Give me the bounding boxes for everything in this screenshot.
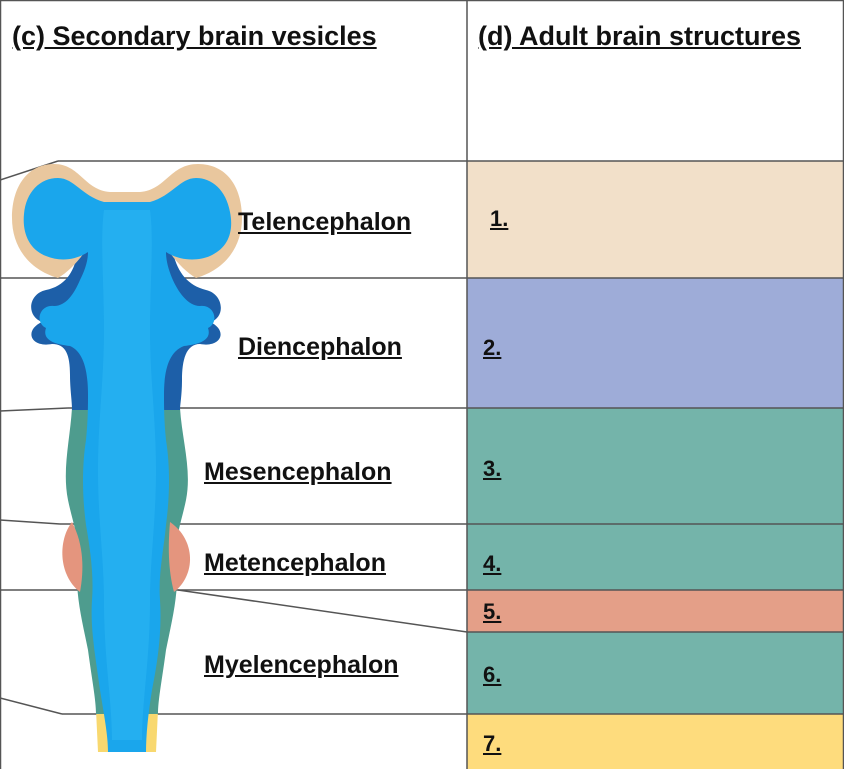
vesicle-label-myelencephalon: Myelencephalon <box>204 651 399 679</box>
structure-label-1: 1. <box>490 206 509 231</box>
structure-band-1 <box>467 161 844 278</box>
structure-label-7: 7. <box>483 731 502 756</box>
vesicle-label-diencephalon: Diencephalon <box>238 333 402 361</box>
structure-band-3 <box>467 408 844 524</box>
structure-band-7 <box>467 714 844 769</box>
right-column-header: (d) Adult brain structures <box>478 21 802 51</box>
structure-label-4: 4. <box>483 551 502 576</box>
ventricle-highlight <box>98 210 156 740</box>
structure-band-6 <box>467 632 844 714</box>
vesicle-label-mesencephalon: Mesencephalon <box>204 458 392 486</box>
vesicle-label-metencephalon: Metencephalon <box>204 549 386 577</box>
metencephalon-wall-left <box>62 522 83 592</box>
metencephalon-wall-right <box>168 522 191 592</box>
left-column-header: (c) Secondary brain vesicles <box>12 21 377 51</box>
neural-tube-illustration <box>12 164 242 752</box>
structure-label-6: 6. <box>483 662 502 687</box>
structure-band-5 <box>467 590 844 632</box>
vesicle-label-telencephalon: Telencephalon <box>238 208 412 236</box>
structure-band-4 <box>467 524 844 590</box>
structure-label-3: 3. <box>483 456 502 481</box>
structure-band-2 <box>467 278 844 408</box>
structure-label-2: 2. <box>483 335 502 360</box>
structure-label-5: 5. <box>483 599 502 624</box>
